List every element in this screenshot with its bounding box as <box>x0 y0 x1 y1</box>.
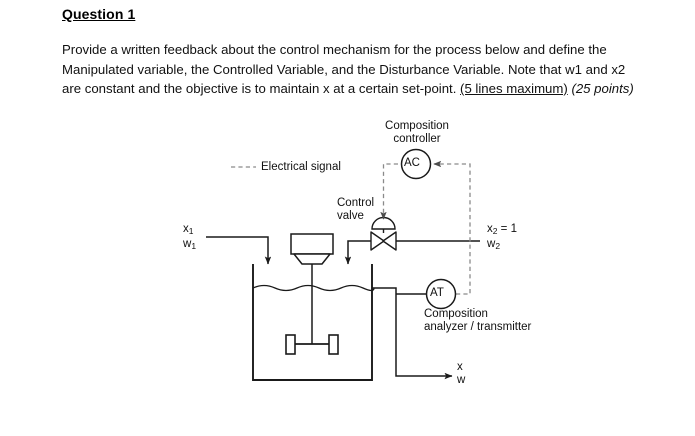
points-note: (25 points) <box>571 81 634 96</box>
process-diagram-svg <box>206 148 480 381</box>
composition-transmitter-bubble <box>396 278 457 310</box>
composition-controller-label-line1: Composition <box>385 120 449 132</box>
question-body-line-3: are constant and the objective is to mai… <box>62 79 662 99</box>
inlet1-composition-subscript: 1 <box>188 226 194 236</box>
agitator-motor <box>290 233 334 344</box>
inlet1-flow-subscript: 1 <box>191 241 197 251</box>
line-limit-note: (5 lines maximum) <box>460 81 568 96</box>
electrical-signal-legend-label: Electrical signal <box>261 161 341 173</box>
control-valve-label-line2: valve <box>337 210 364 222</box>
signal-transmitter-to-controller <box>433 160 471 295</box>
inlet-stream-1-labels: x1 w1 <box>183 223 196 253</box>
composition-analyzer-label-line1: Composition <box>424 308 488 320</box>
inlet-stream-2-line <box>344 240 480 265</box>
control-valve-symbol <box>370 216 397 251</box>
inlet-stream-2-labels: x2 = 1 w2 <box>487 223 517 253</box>
composition-controller-label: Composition controller <box>370 120 464 146</box>
outlet-stream-labels: x w <box>457 361 465 387</box>
signal-controller-to-valve <box>380 163 398 220</box>
question-body-line-1: Provide a written feedback about the con… <box>62 40 662 60</box>
outlet-composition-label: x <box>457 361 463 373</box>
inlet1-composition-label: x <box>183 223 189 235</box>
transmitter-tag-text: AT <box>430 287 444 299</box>
control-valve-label: Control valve <box>337 197 374 223</box>
inlet2-composition-label: x <box>487 223 493 235</box>
inlet-stream-1-line <box>206 236 272 265</box>
outlet-flow-label: w <box>457 374 466 386</box>
impeller-blades <box>285 334 339 355</box>
inlet2-flow-subscript: 2 <box>495 241 501 251</box>
controller-tag-text: AC <box>404 157 420 169</box>
page-title: Question 1 <box>62 6 136 22</box>
inlet1-flow-label: w <box>183 238 192 250</box>
inlet2-composition-value: = 1 <box>497 223 517 235</box>
outlet-stream-line <box>372 287 453 380</box>
composition-analyzer-label-line2: analyzer / transmitter <box>424 321 532 333</box>
question-body-line-1-text: Provide a written feedback about the con… <box>62 42 607 57</box>
inlet2-flow-label: w <box>487 238 496 250</box>
composition-controller-bubble <box>400 148 432 180</box>
composition-analyzer-label: Composition analyzer / transmitter <box>424 308 531 334</box>
inlet2-composition-subscript: 2 <box>492 226 498 236</box>
question-body-line-3-text: are constant and the objective is to mai… <box>62 81 461 96</box>
question-body-line-2-text: Manipulated variable, the Controlled Var… <box>62 61 626 77</box>
question-body: Provide a written feedback about the con… <box>62 40 662 99</box>
control-valve-label-line1: Control <box>337 197 375 209</box>
stirred-tank-vessel <box>252 264 375 381</box>
process-diagram: Composition controller AC AT Electrical … <box>0 112 695 436</box>
question-body-line-2: Manipulated variable, the Controlled Var… <box>62 60 662 80</box>
composition-controller-label-line2: controller <box>393 133 441 145</box>
